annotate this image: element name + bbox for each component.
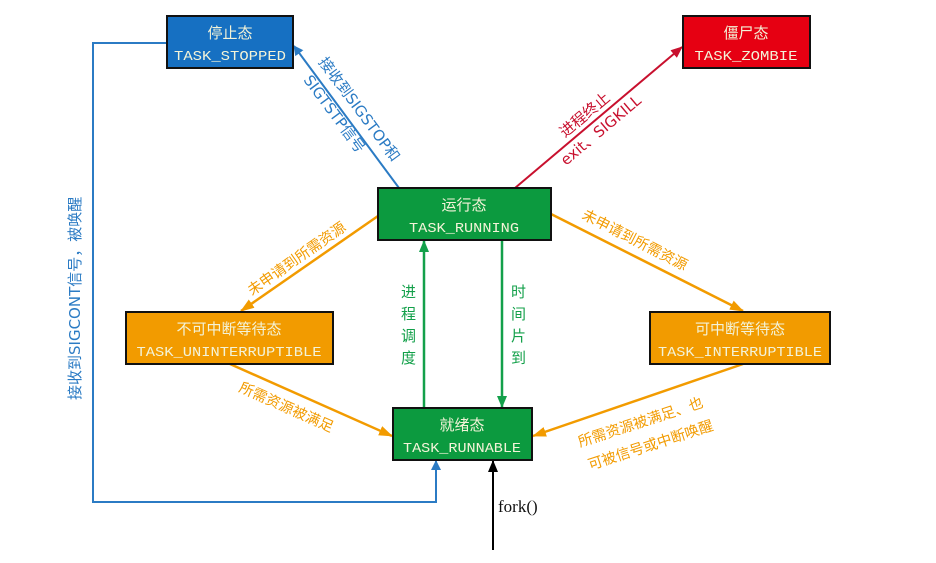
label-schedule-char-1: 程 [401, 305, 416, 323]
label-schedule-char-0: 进 [401, 283, 416, 301]
label-interruptible-wait: 未申请到所需资源 [579, 206, 691, 274]
state-uninterruptible-en: TASK_UNINTERRUPTIBLE [137, 345, 322, 361]
label-schedule-char-2: 调 [401, 327, 416, 345]
label-sigcont: 接收到SIGCONT信号，被唤醒 [66, 197, 84, 400]
state-interruptible-cn: 可中断等待态 [695, 320, 785, 338]
state-zombie-cn: 僵尸态 [723, 24, 768, 42]
label-uninterruptible-wait: 未申请到所需资源 [245, 219, 350, 300]
state-interruptible: 可中断等待态 TASK_INTERRUPTIBLE [649, 311, 831, 365]
state-running-en: TASK_RUNNING [409, 221, 519, 237]
edge-running-to-interruptible [550, 212, 744, 313]
edge-interruptible-to-runnable [532, 362, 744, 438]
state-uninterruptible-cn: 不可中断等待态 [176, 320, 281, 338]
label-timeslice-char-3: 到 [511, 349, 526, 367]
label-fork: fork() [498, 497, 538, 516]
state-runnable: 就绪态 TASK_RUNNABLE [392, 407, 533, 461]
edge-running-to-uninterruptible [240, 214, 379, 313]
edge-stopped-to-runnable [92, 42, 441, 503]
state-zombie: 僵尸态 TASK_ZOMBIE [682, 15, 811, 69]
state-runnable-cn: 就绪态 [439, 416, 484, 434]
edge-running-to-stopped [293, 45, 400, 189]
state-stopped-en: TASK_STOPPED [174, 49, 286, 65]
state-running-cn: 运行态 [441, 196, 486, 214]
label-timeslice-char-0: 时 [511, 283, 526, 301]
state-runnable-en: TASK_RUNNABLE [403, 441, 521, 457]
state-uninterruptible: 不可中断等待态 TASK_UNINTERRUPTIBLE [125, 311, 334, 365]
state-stopped: 停止态 TASK_STOPPED [166, 15, 294, 69]
label-schedule-char-3: 度 [401, 349, 416, 367]
state-zombie-en: TASK_ZOMBIE [695, 49, 798, 65]
state-interruptible-en: TASK_INTERRUPTIBLE [658, 345, 822, 361]
edge-uninterruptible-to-runnable [229, 362, 393, 438]
edge-running-to-zombie [514, 46, 683, 189]
label-timeslice-char-2: 片 [511, 327, 526, 345]
state-running: 运行态 TASK_RUNNING [377, 187, 552, 241]
state-stopped-cn: 停止态 [207, 24, 252, 42]
label-timeslice-char-1: 间 [511, 305, 526, 323]
